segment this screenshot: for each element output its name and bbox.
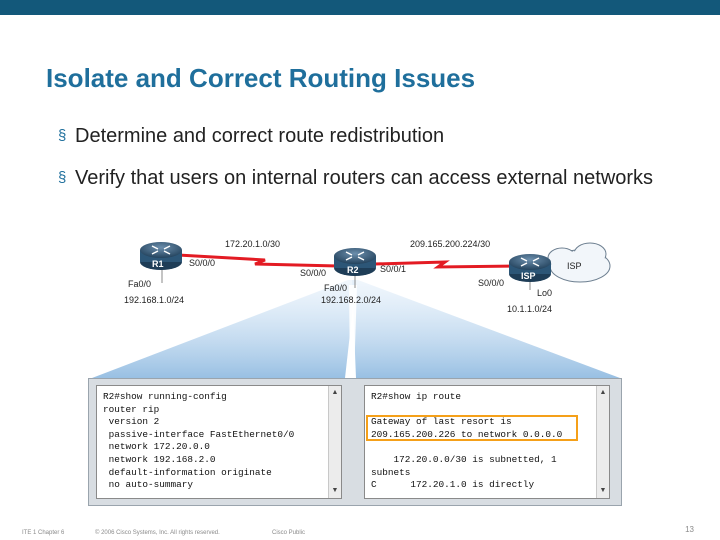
interface-label: Lo0 (537, 288, 553, 298)
projection-beam-right (352, 280, 620, 378)
bullet-list: § Determine and correct route redistribu… (58, 123, 698, 207)
serial-link-r2-isp (374, 260, 516, 269)
console-output: R2#show ip route Gateway of last resort … (371, 391, 563, 491)
interface-label: Fa0/0 (128, 279, 152, 289)
network-diagram (92, 242, 620, 378)
network-label: 192.168.2.0/24 (321, 295, 382, 305)
bullet-item: § Determine and correct route redistribu… (58, 123, 698, 149)
router-icon (334, 248, 376, 276)
router-icon (509, 254, 551, 282)
router-label: ISP (521, 271, 536, 281)
projection-core (349, 285, 357, 378)
interface-label: S0/0/0 (300, 268, 327, 278)
network-label: 10.1.1.0/24 (507, 304, 553, 314)
interface-label: Fa0/0 (324, 283, 348, 293)
projection-beam-left (92, 280, 356, 378)
footer-classification: Cisco Public (272, 530, 306, 536)
console-output: R2#show running-config router rip versio… (103, 391, 295, 491)
serial-link-r1-r2 (177, 253, 339, 268)
cloud-label: ISP (567, 261, 582, 271)
scroll-up-icon[interactable]: ▲ (331, 389, 339, 396)
page-number: 13 (685, 525, 694, 534)
scrollbar[interactable]: ▲ ▼ (596, 386, 609, 498)
scrollbar[interactable]: ▲ ▼ (328, 386, 341, 498)
interface-label: S0/0/1 (380, 264, 407, 274)
scroll-down-icon[interactable]: ▼ (331, 487, 339, 494)
scroll-up-icon[interactable]: ▲ (599, 389, 607, 396)
bullet-marker: § (58, 169, 67, 186)
scroll-down-icon[interactable]: ▼ (599, 487, 607, 494)
console-window-right: R2#show ip route Gateway of last resort … (364, 385, 610, 499)
gateway-highlight-box (366, 415, 578, 441)
bullet-text: Verify that users on internal routers ca… (75, 167, 654, 189)
bullet-item: § Verify that users on internal routers … (58, 165, 698, 191)
isp-cloud-icon (547, 242, 611, 283)
network-label: 192.168.1.0/24 (124, 295, 185, 305)
router-label: R1 (152, 259, 164, 269)
router-label: R2 (347, 265, 359, 275)
footer-copyright: © 2006 Cisco Systems, Inc. All rights re… (95, 530, 220, 536)
top-bar (0, 0, 720, 15)
console-window-left: R2#show running-config router rip versio… (96, 385, 342, 499)
interface-label: S0/0/0 (189, 258, 216, 268)
slide-title: Isolate and Correct Routing Issues (46, 63, 476, 93)
network-label: 172.20.1.0/30 (225, 239, 281, 249)
bullet-text: Determine and correct route redistributi… (75, 125, 445, 147)
footer-course: ITE 1 Chapter 6 (22, 530, 65, 536)
interface-label: S0/0/0 (478, 278, 505, 288)
bullet-marker: § (58, 127, 67, 144)
router-icon (140, 242, 182, 270)
network-label: 209.165.200.224/30 (410, 239, 491, 249)
